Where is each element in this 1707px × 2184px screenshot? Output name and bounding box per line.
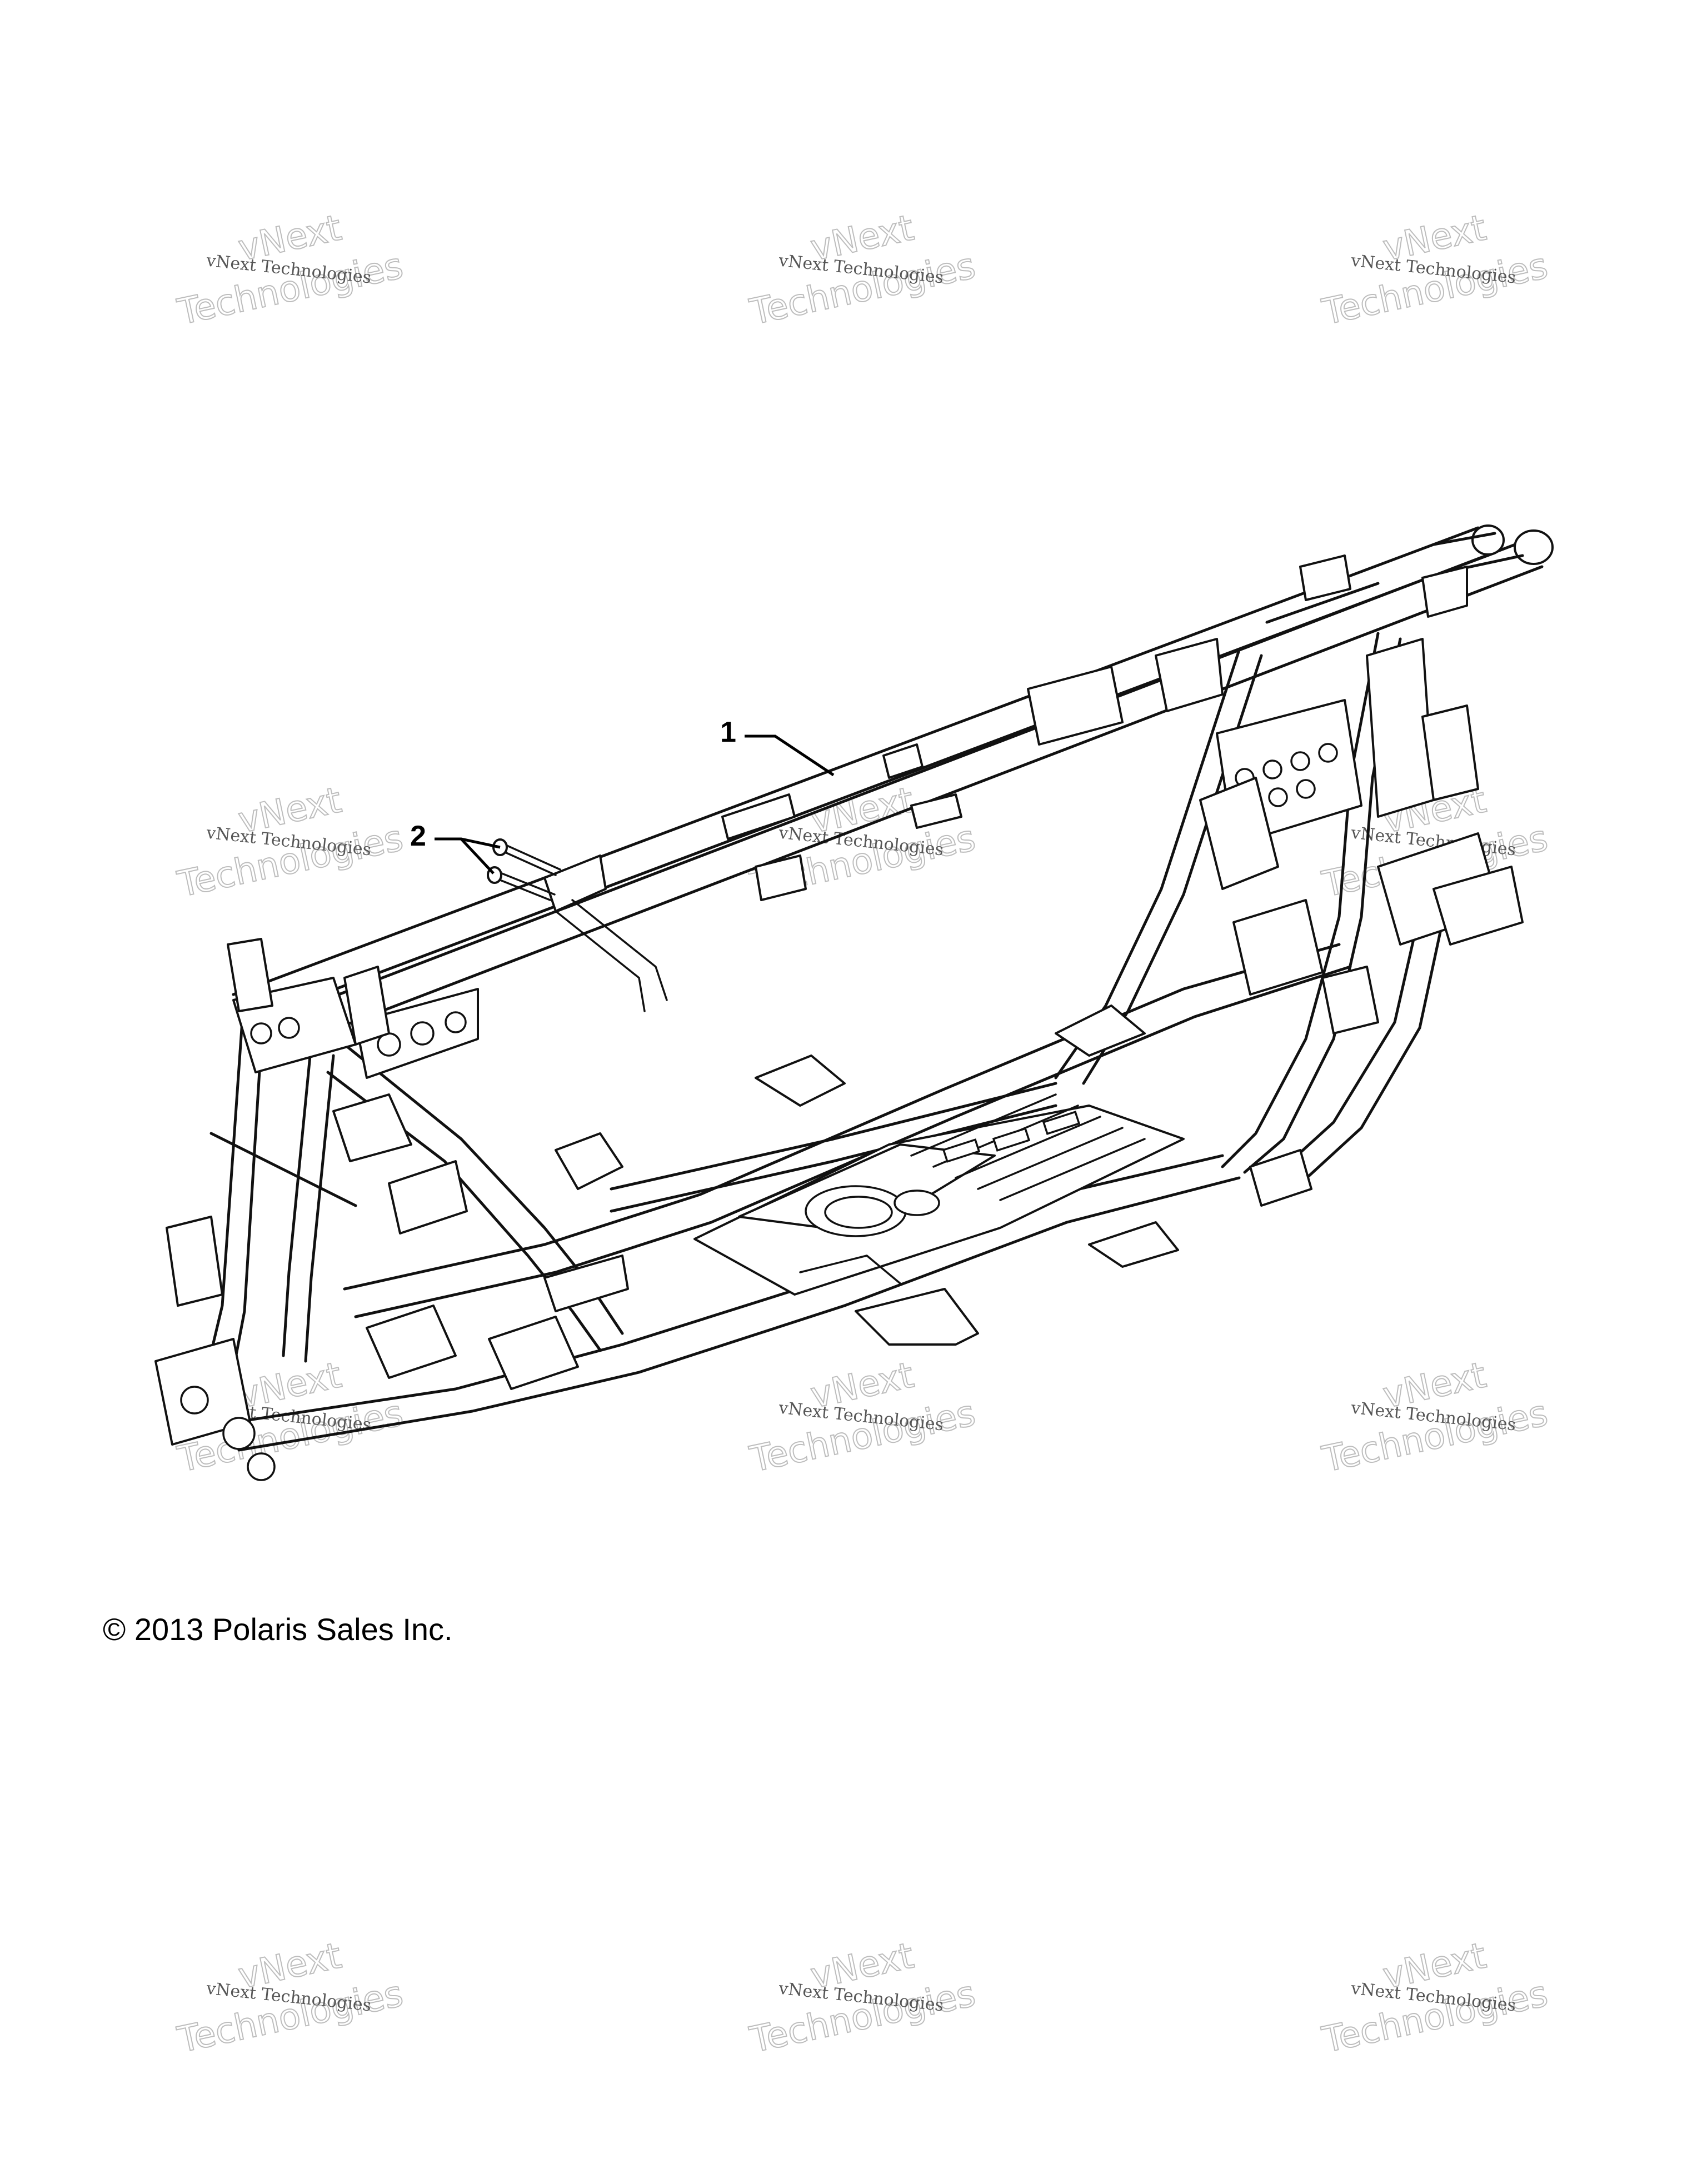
front-suspension-mounts	[154, 938, 629, 1481]
footrest-brackets	[755, 1004, 1179, 1346]
callout-1-leader	[745, 734, 835, 777]
mid-rail-brackets	[543, 666, 1124, 1012]
rear-brackets	[1155, 554, 1524, 1207]
engine-cradle	[693, 1093, 1185, 1296]
watermark-top-center: vNext Technologies vNext Technologies	[746, 207, 980, 334]
callout-1: 1	[720, 716, 835, 777]
atv-frame-drawing	[154, 524, 1554, 1481]
watermark-mid-left: vNext Technologies vNext Technologies	[173, 779, 407, 906]
watermark-top-right: vNext Technologies vNext Technologies	[1318, 207, 1552, 334]
watermark-bottom-right: vNext Technologies vNext Technologies	[1318, 1935, 1552, 2062]
callout-1-label: 1	[720, 716, 736, 748]
watermark-lower-center: vNext Technologies vNext Technologies	[746, 1354, 980, 1481]
watermark-bottom-center: vNext Technologies vNext Technologies	[746, 1935, 980, 2062]
callout-2-label: 2	[410, 820, 426, 852]
callout-2-leader-lower	[460, 838, 495, 874]
watermark-top-left: vNext Technologies vNext Technologies	[173, 207, 407, 334]
callout-2: 2	[410, 820, 501, 874]
bolt-item-2	[487, 838, 561, 901]
watermark-lower-right: vNext Technologies vNext Technologies	[1318, 1354, 1552, 1481]
copyright-notice: © 2013 Polaris Sales Inc.	[103, 1612, 453, 1647]
front-hoop	[193, 987, 624, 1430]
upper-rail-rear	[232, 524, 1554, 1046]
watermark-bottom-left: vNext Technologies vNext Technologies	[173, 1935, 407, 2062]
